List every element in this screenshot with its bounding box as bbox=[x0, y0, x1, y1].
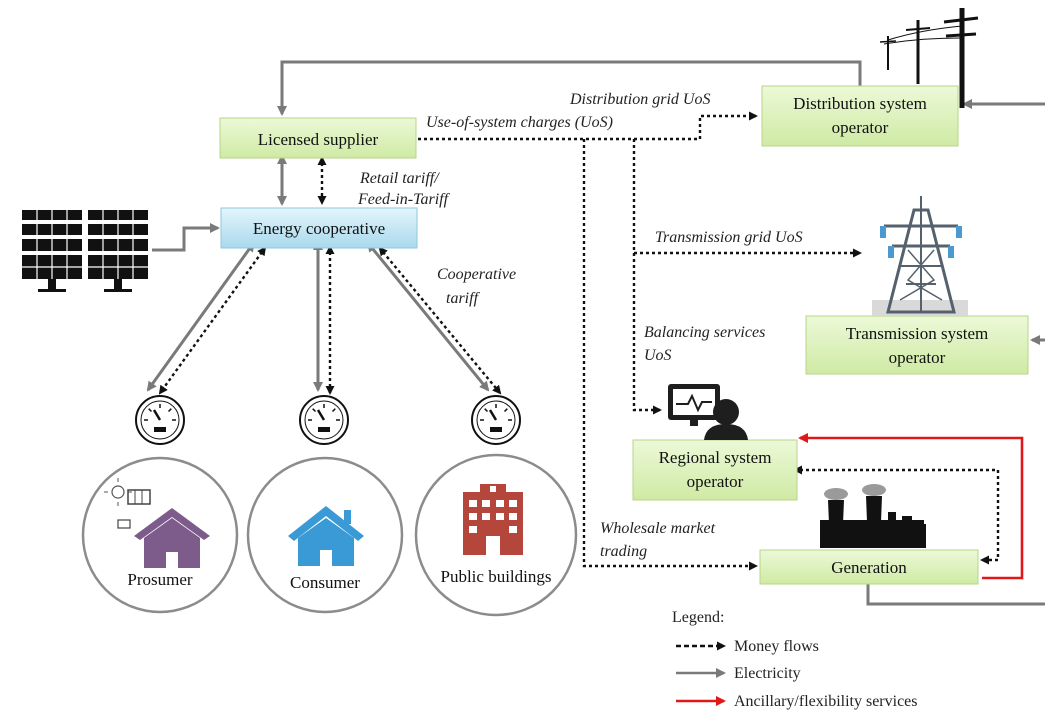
wholesale-line bbox=[582, 139, 758, 571]
coop-prosumer-money bbox=[158, 246, 267, 395]
coop-public-money bbox=[378, 246, 502, 395]
coop-prosumer-elec bbox=[146, 241, 255, 392]
money-flows bbox=[158, 111, 1000, 571]
uos-main-line bbox=[418, 111, 758, 141]
legend-title: Legend: bbox=[672, 609, 724, 626]
consumer-label: Consumer bbox=[290, 573, 360, 592]
legend-ancillary-label: Ancillary/flexibility services bbox=[734, 693, 918, 710]
cooperative-tariff-label-1: Cooperative bbox=[437, 266, 516, 283]
public-buildings-label: Public buildings bbox=[441, 567, 552, 586]
wholesale-label-2: trading bbox=[600, 543, 647, 560]
wholesale-label-1: Wholesale market bbox=[600, 520, 716, 537]
meter-icon bbox=[298, 394, 350, 446]
ancillary-flow bbox=[798, 433, 1024, 580]
generation-label: Generation bbox=[831, 558, 907, 577]
solar-panel-icon bbox=[104, 478, 151, 529]
solar-feed-line bbox=[152, 223, 220, 252]
meter-icon bbox=[134, 394, 186, 446]
house-icon bbox=[288, 506, 364, 566]
dso-box: Distribution system operator bbox=[761, 85, 959, 147]
prosumer-circle: Prosumer bbox=[81, 456, 239, 614]
rso-label-1: Regional system bbox=[659, 448, 772, 467]
tso-label-1: Transmission system bbox=[846, 324, 988, 343]
factory-icon bbox=[820, 484, 926, 548]
generation-box: Generation bbox=[759, 549, 979, 585]
operator-icon bbox=[668, 384, 748, 440]
transmission-uos-label: Transmission grid UoS bbox=[655, 229, 803, 246]
generation-out-line bbox=[866, 584, 1045, 606]
retail-tariff-label-1: Retail tariff/ bbox=[359, 170, 440, 187]
prosumer-label: Prosumer bbox=[127, 570, 193, 589]
meter-icon bbox=[470, 394, 522, 446]
rso-generation-money bbox=[793, 465, 1000, 565]
balancing-uos-label-1: Balancing services bbox=[644, 324, 765, 341]
house-icon bbox=[134, 508, 210, 568]
consumer-circle: Consumer bbox=[246, 456, 404, 614]
power-pole-icon bbox=[879, 8, 979, 108]
legend-electricity-label: Electricity bbox=[734, 665, 801, 682]
energy-cooperative-box: Energy cooperative bbox=[220, 207, 418, 249]
retail-tariff-label-2: Feed-in-Tariff bbox=[357, 191, 451, 208]
tso-label-2: operator bbox=[889, 348, 946, 367]
balancing-uos-line bbox=[632, 253, 662, 415]
building-icon bbox=[463, 484, 523, 555]
licensed-supplier-label: Licensed supplier bbox=[258, 130, 379, 149]
rso-box: Regional system operator bbox=[632, 439, 798, 501]
energy-cooperative-label: Energy cooperative bbox=[253, 219, 385, 238]
pylon-icon bbox=[872, 196, 968, 316]
dso-label-1: Distribution system bbox=[793, 94, 927, 113]
legend: Legend: Money flows Electricity Ancillar… bbox=[672, 609, 918, 710]
tso-box: Transmission system operator bbox=[805, 315, 1029, 375]
solar-panel-icon bbox=[21, 209, 149, 293]
licensed-supplier-box: Licensed supplier bbox=[219, 117, 417, 159]
distribution-uos-label: Distribution grid UoS bbox=[569, 91, 710, 108]
public-buildings-circle: Public buildings bbox=[414, 453, 578, 617]
legend-money-label: Money flows bbox=[734, 638, 819, 655]
use-of-system-label: Use-of-system charges (UoS) bbox=[426, 114, 613, 131]
rso-label-2: operator bbox=[687, 472, 744, 491]
supply-loop-line bbox=[277, 60, 862, 116]
cooperative-tariff-label-2: tariff bbox=[446, 290, 481, 307]
balancing-uos-label-2: UoS bbox=[644, 347, 672, 364]
dso-label-2: operator bbox=[832, 118, 889, 137]
